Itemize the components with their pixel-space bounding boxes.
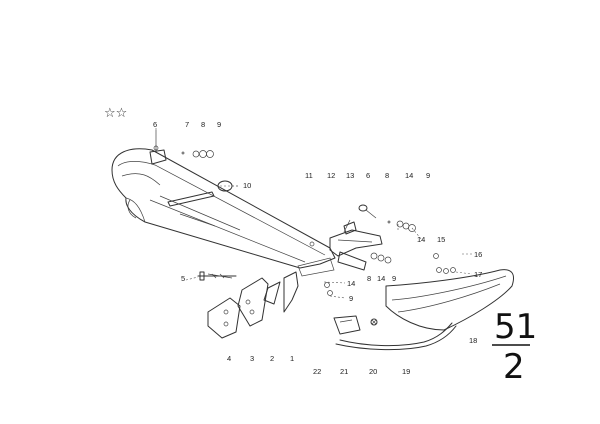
bracket-top-left xyxy=(149,130,167,165)
group-number-bottom: 2 xyxy=(503,347,525,387)
label-1: 1 xyxy=(290,354,294,363)
group-number-top: 51 xyxy=(494,307,537,347)
bumper-corner xyxy=(385,269,514,331)
label-18: 18 xyxy=(469,336,477,345)
label-14a: 14 xyxy=(405,171,413,180)
label-5: 5 xyxy=(181,274,185,283)
label-6b: 6 xyxy=(366,171,370,180)
label-10: 10 xyxy=(243,181,251,190)
label-8a: 8 xyxy=(201,120,205,129)
label-16: 16 xyxy=(474,250,482,259)
support-arm xyxy=(167,180,240,207)
label-3: 3 xyxy=(250,354,254,363)
label-4: 4 xyxy=(227,354,231,363)
label-20: 20 xyxy=(369,367,377,376)
bolt-5 xyxy=(197,271,237,281)
group-number: 51 2 xyxy=(492,307,537,387)
label-21: 21 xyxy=(340,367,348,376)
label-22: 22 xyxy=(313,367,321,376)
label-9d: 9 xyxy=(392,274,396,283)
fasteners-right xyxy=(324,204,456,296)
screw-20 xyxy=(370,318,378,326)
label-19: 19 xyxy=(402,367,410,376)
mount-bracket-right xyxy=(297,219,383,277)
label-15: 15 xyxy=(437,235,445,244)
star-outline-icon: ☆☆ xyxy=(104,106,127,121)
part-labels: 6 7 8 9 10 11 12 13 6 8 14 9 14 15 16 17… xyxy=(153,120,482,376)
clip-21 xyxy=(333,315,361,335)
label-8c: 8 xyxy=(367,274,371,283)
label-14b: 14 xyxy=(417,235,425,244)
label-13: 13 xyxy=(346,171,354,180)
label-14c: 14 xyxy=(347,279,355,288)
label-17: 17 xyxy=(474,270,482,279)
bumper-bar xyxy=(111,148,336,269)
washers-top xyxy=(181,150,214,158)
label-12: 12 xyxy=(327,171,335,180)
label-2: 2 xyxy=(270,354,274,363)
label-9b: 9 xyxy=(426,171,430,180)
label-14d: 14 xyxy=(377,274,385,283)
label-8b: 8 xyxy=(385,171,389,180)
leader-lines xyxy=(155,127,473,299)
brackets-lower-left xyxy=(207,271,299,339)
label-9a: 9 xyxy=(217,120,221,129)
rubber-strip xyxy=(335,322,457,351)
label-9c: 9 xyxy=(349,294,353,303)
label-6a: 6 xyxy=(153,120,157,129)
label-11: 11 xyxy=(305,171,313,180)
label-7a: 7 xyxy=(185,120,189,129)
